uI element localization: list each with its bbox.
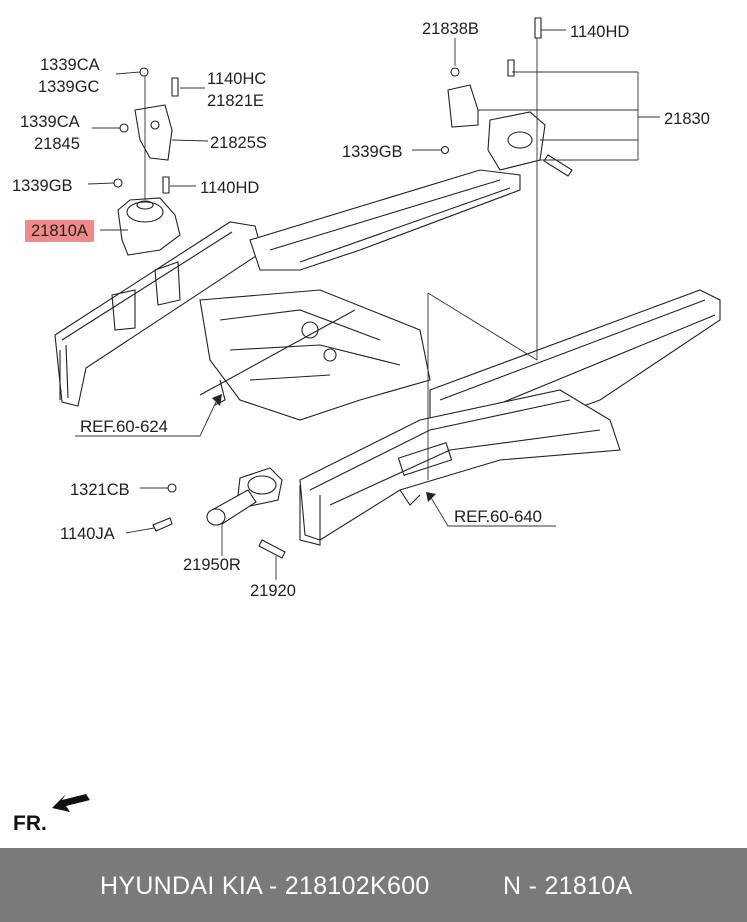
label-1339gb-left[interactable]: 1339GB [12,177,73,195]
label-1339gb-right[interactable]: 1339GB [342,143,403,161]
parts-diagram [52,17,721,812]
roll-rod-assembly [152,467,286,559]
label-1140hd-left[interactable]: 1140HD [200,179,260,197]
label-1321cb[interactable]: 1321CB [70,481,130,499]
footer-part-number: HYUNDAI KIA - 218102K600 [100,872,430,900]
label-21838b[interactable]: 21838B [422,20,479,38]
label-1140hc[interactable]: 1140HC [207,70,267,88]
label-21845[interactable]: 21845 [34,135,80,153]
front-direction-label: FR. [13,812,47,835]
label-1140ja[interactable]: 1140JA [60,525,115,543]
label-1339gc[interactable]: 1339GC [38,78,100,96]
leader-lines [75,29,660,580]
front-direction-arrow-icon [52,794,90,812]
label-21950r[interactable]: 21950R [183,556,241,574]
engine-mount-assembly [113,67,181,256]
label-21920[interactable]: 21920 [250,582,296,600]
label-ref-60-624[interactable]: REF.60-624 [80,417,168,436]
label-1140hd-right[interactable]: 1140HD [570,23,630,41]
label-21830[interactable]: 21830 [664,110,710,128]
label-ref-60-640[interactable]: REF.60-640 [454,507,542,526]
footer-diagram-code: N - 21810A [503,872,633,900]
label-21810a-highlighted[interactable]: 21810A [25,220,94,242]
footer-bar: HYUNDAI KIA - 218102K600 N - 21810A [0,848,747,922]
label-21821e[interactable]: 21821E [207,92,264,110]
label-1339ca-mid[interactable]: 1339CA [20,113,80,131]
label-1339ca-top[interactable]: 1339CA [40,56,100,74]
label-21825s[interactable]: 21825S [210,134,267,152]
subframe-drawing [54,169,721,546]
